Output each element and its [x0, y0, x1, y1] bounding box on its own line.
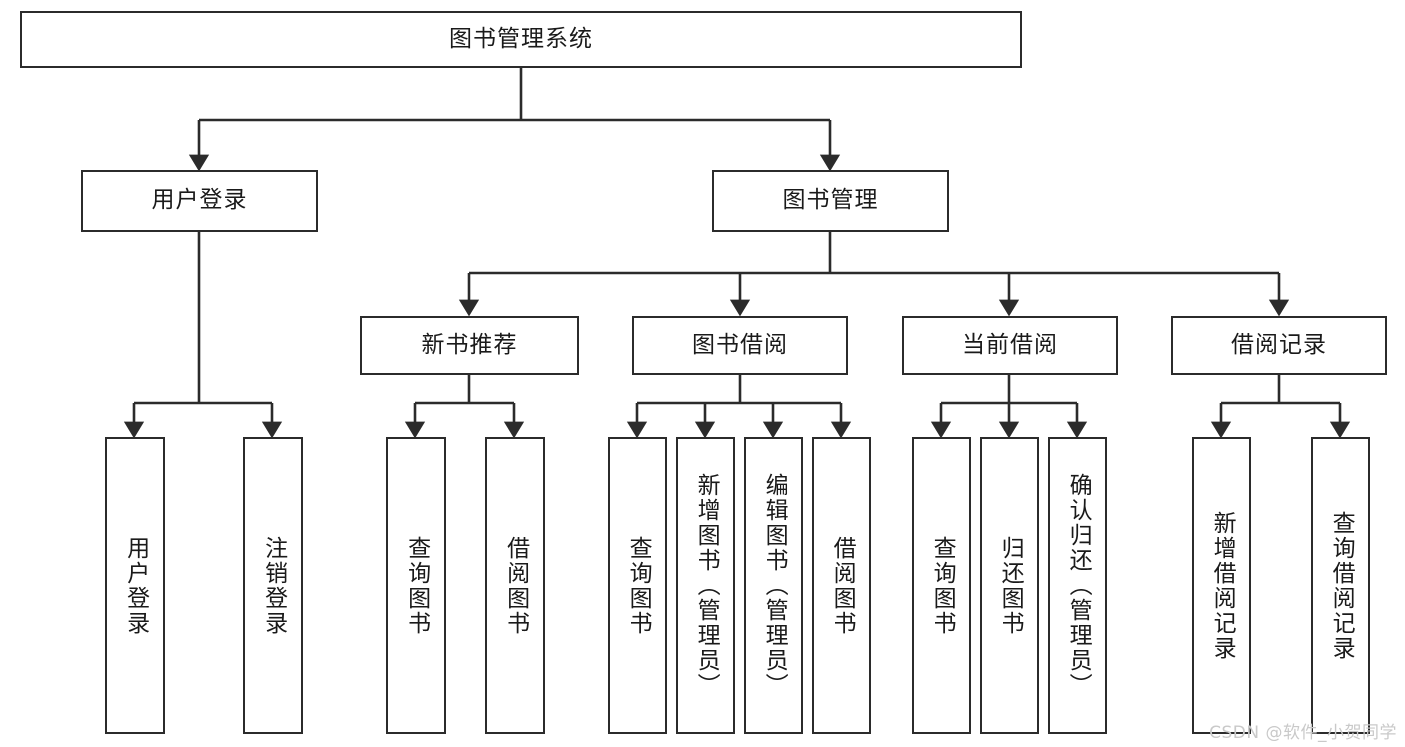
node-label: 归还图书 — [997, 535, 1024, 636]
leaf-book-borrow-query-book[interactable]: 查询图书 — [608, 437, 667, 734]
leaf-book-borrow-edit-book-admin[interactable]: 编辑图书（管理员） — [744, 437, 803, 734]
leaf-borrow-record-add-record[interactable]: 新增借阅记录 — [1192, 437, 1251, 734]
node-label: 图书借阅 — [692, 331, 788, 358]
node-label: 确认归还（管理员） — [1065, 473, 1092, 698]
node-label: 查询图书 — [625, 535, 652, 636]
leaf-book-borrow-add-book-admin[interactable]: 新增图书（管理员） — [676, 437, 735, 734]
leaf-user-login-logout[interactable]: 注销登录 — [243, 437, 303, 734]
leaf-user-login-login[interactable]: 用户登录 — [105, 437, 165, 734]
node-label: 查询图书 — [929, 535, 956, 636]
leaf-borrow-record-query-record[interactable]: 查询借阅记录 — [1311, 437, 1370, 734]
node-label: 新增图书（管理员） — [693, 473, 720, 698]
leaf-book-borrow-borrow-book[interactable]: 借阅图书 — [812, 437, 871, 734]
node-root-book-management-system[interactable]: 图书管理系统 — [20, 11, 1022, 68]
node-label: 新增借阅记录 — [1209, 510, 1236, 661]
leaf-new-book-query-book[interactable]: 查询图书 — [386, 437, 446, 734]
node-label: 注销登录 — [260, 535, 287, 636]
node-label: 用户登录 — [151, 187, 248, 214]
node-label: 图书管理 — [782, 187, 879, 214]
leaf-current-borrow-return-book[interactable]: 归还图书 — [980, 437, 1039, 734]
node-new-book-recommend[interactable]: 新书推荐 — [360, 316, 579, 375]
leaf-current-borrow-confirm-return-admin[interactable]: 确认归还（管理员） — [1048, 437, 1107, 734]
node-current-borrow[interactable]: 当前借阅 — [902, 316, 1118, 375]
node-label: 借阅图书 — [829, 535, 856, 636]
node-borrow-record[interactable]: 借阅记录 — [1171, 316, 1387, 375]
node-label: 当前借阅 — [962, 331, 1058, 358]
node-label: 查询借阅记录 — [1328, 510, 1355, 661]
node-label: 用户登录 — [122, 535, 149, 636]
csdn-watermark: CSDN @软件_小贺同学 — [1209, 723, 1397, 743]
node-label: 图书管理系统 — [449, 25, 593, 52]
node-label: 编辑图书（管理员） — [761, 473, 788, 698]
leaf-current-borrow-query-book[interactable]: 查询图书 — [912, 437, 971, 734]
node-label: 借阅记录 — [1231, 331, 1327, 358]
leaf-new-book-borrow-book[interactable]: 借阅图书 — [485, 437, 545, 734]
node-book-management[interactable]: 图书管理 — [712, 170, 949, 232]
node-user-login[interactable]: 用户登录 — [81, 170, 318, 232]
node-label: 新书推荐 — [421, 331, 518, 358]
node-label: 查询图书 — [403, 535, 430, 636]
node-book-borrow[interactable]: 图书借阅 — [632, 316, 848, 375]
node-label: 借阅图书 — [502, 535, 529, 636]
